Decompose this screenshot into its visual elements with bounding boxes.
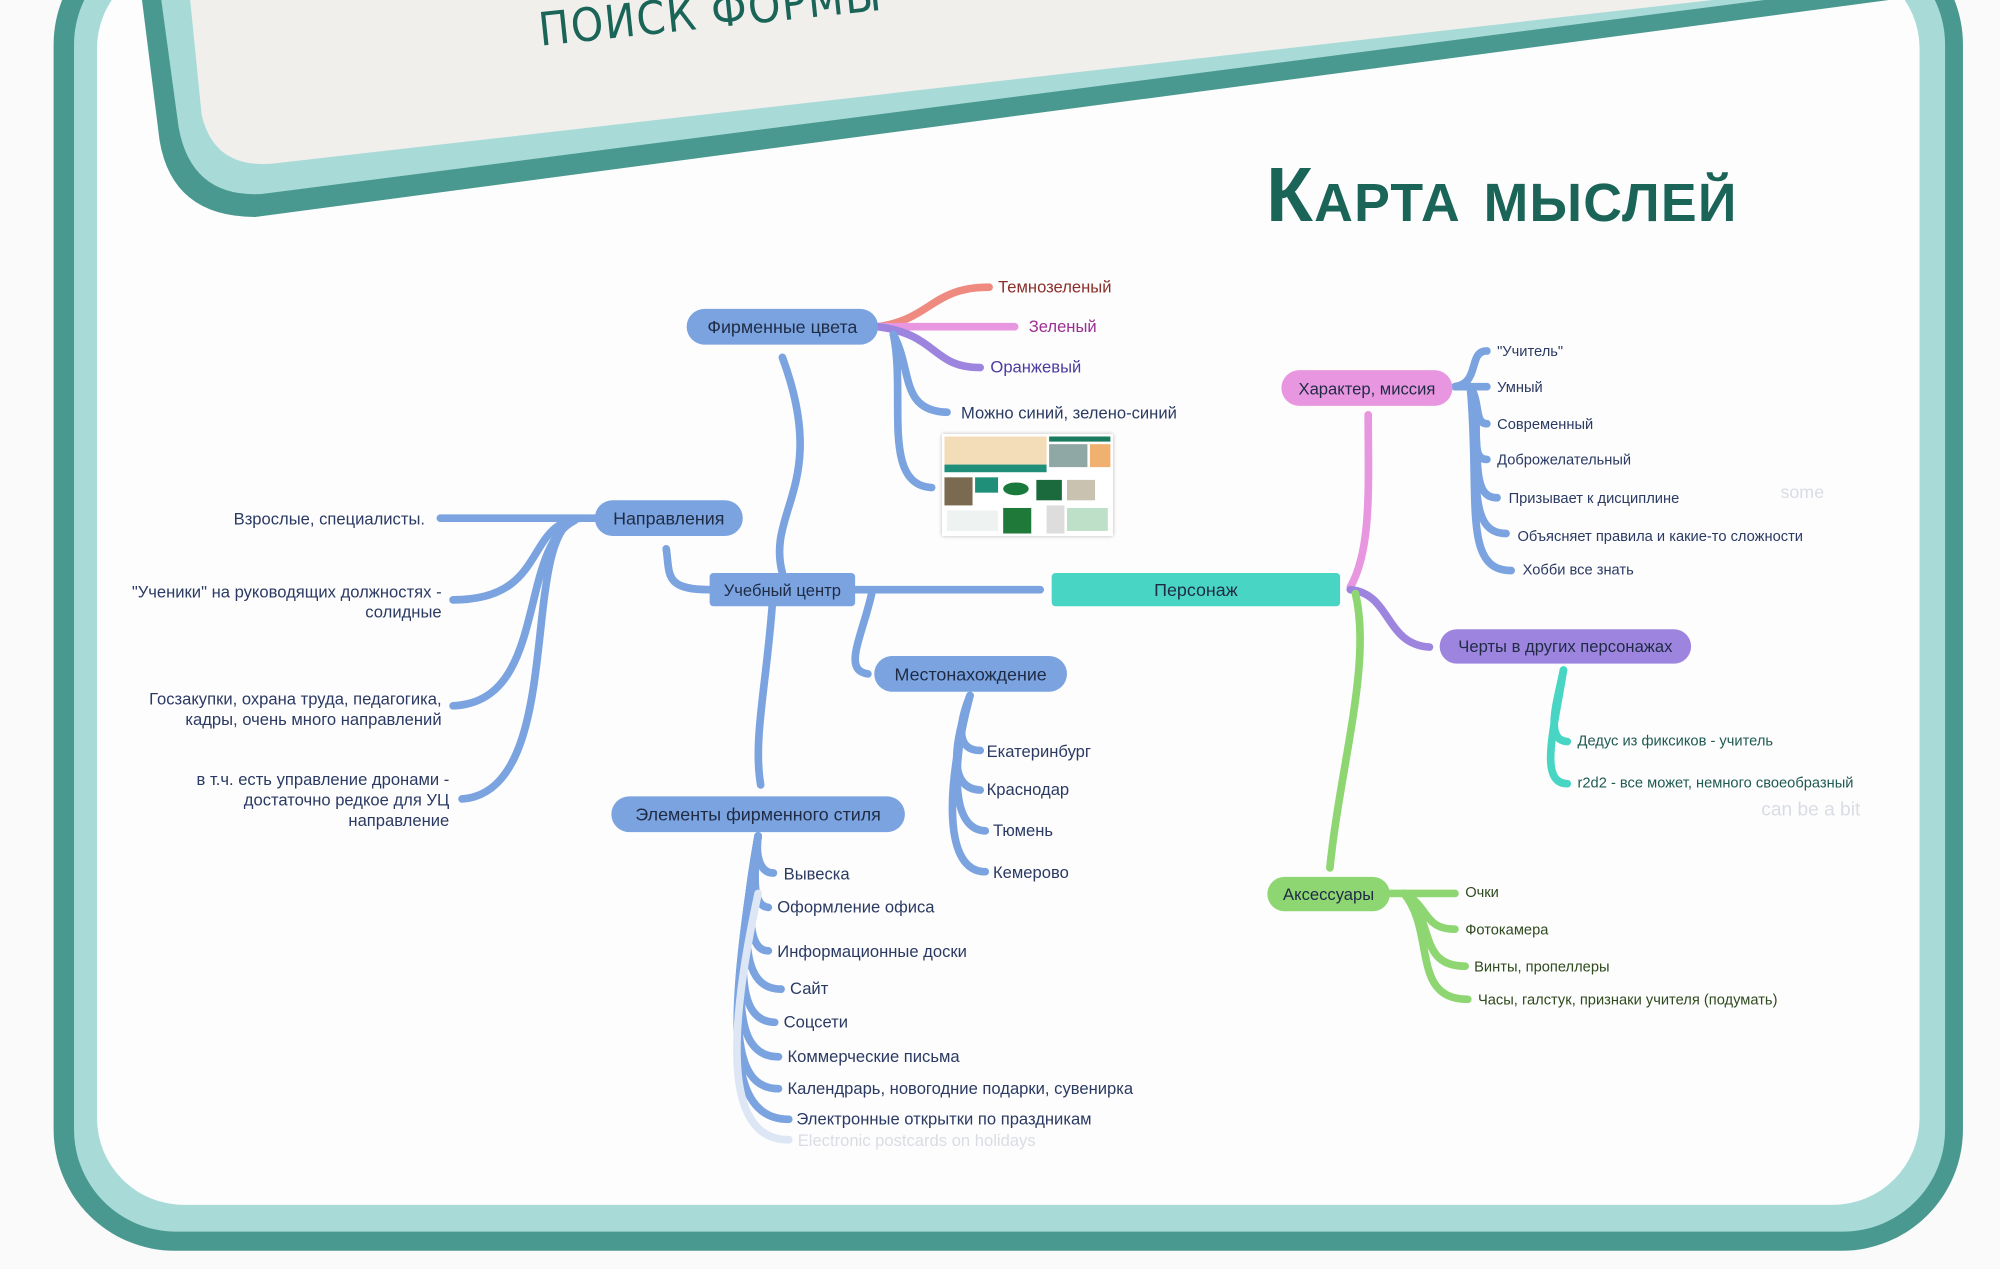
ghost-text: some	[1780, 481, 1825, 502]
node-directions[interactable]: Направления	[594, 500, 743, 537]
leaf-style-element: Календрарь, новогодние подарки, сувенирк…	[787, 1078, 1134, 1098]
leaf-accessory: Очки	[1465, 885, 1499, 902]
ghost-translation: Electronic postcards on holidays	[797, 1130, 1036, 1150]
leaf-mission: Объясняет правила и какие-то сложности	[1517, 529, 1803, 545]
node-accessories[interactable]: Аксессуары	[1267, 876, 1390, 912]
leaf-location: Краснодар	[986, 779, 1070, 799]
ghost-text: can be a bit	[1761, 798, 1861, 821]
leaf-direction: Госзакупки, охрана труда, педагогика, ка…	[149, 689, 442, 729]
leaf-mission: Призывает к дисциплине	[1508, 491, 1680, 507]
frame-content	[97, 0, 1920, 1205]
node-character[interactable]: Персонаж	[1051, 573, 1341, 607]
leaf-trait: Дедус из фиксиков - учитель	[1577, 733, 1774, 750]
brand-collage-image[interactable]	[941, 433, 1113, 537]
leaf-accessory: Часы, галстук, признаки учителя (подумат…	[1477, 992, 1778, 1009]
node-style-elements[interactable]: Элементы фирменного стиля	[611, 796, 905, 833]
leaf-style-element: Информационные доски	[777, 941, 967, 962]
node-traits[interactable]: Черты в других персонажах	[1439, 629, 1692, 664]
node-location[interactable]: Местонахождение	[874, 656, 1067, 692]
leaf-mission: Доброжелательный	[1497, 453, 1632, 469]
node-mission[interactable]: Характер, миссия	[1281, 370, 1453, 406]
leaf-location: Екатеринбург	[986, 741, 1091, 761]
leaf-style-element: Электронные открытки по праздникам	[796, 1109, 1092, 1129]
header-tab-inner	[190, 0, 1713, 165]
leaf-mission: "Учитель"	[1497, 344, 1564, 360]
leaf-brand-color: Оранжевый	[990, 357, 1082, 377]
page-title: Карта мыслей	[1266, 151, 1738, 238]
node-center[interactable]: Учебный центр	[709, 573, 856, 607]
leaf-style-element: Оформление офиса	[777, 897, 935, 917]
leaf-trait: r2d2 - все может, немного своеобразный	[1577, 775, 1854, 792]
leaf-brand-color: Темнозеленый	[998, 276, 1112, 297]
leaf-mission: Хобби все знать	[1522, 562, 1634, 579]
leaf-style-element: Соцсети	[783, 1012, 849, 1032]
leaf-location: Тюмень	[992, 820, 1054, 840]
leaf-location: Кемерово	[992, 862, 1069, 882]
leaf-direction: Взрослые, специалисты.	[233, 509, 426, 529]
leaf-accessory: Винты, пропеллеры	[1474, 959, 1610, 976]
leaf-accessory: Фотокамера	[1465, 922, 1549, 939]
leaf-direction: в т.ч. есть управление дронами - достато…	[196, 769, 450, 830]
node-brand-colors[interactable]: Фирменные цвета	[686, 308, 879, 345]
leaf-mission: Современный	[1497, 417, 1594, 433]
leaf-style-element: Вывеска	[783, 864, 850, 884]
leaf-mission: Умный	[1497, 380, 1543, 396]
leaf-brand-color: Зеленый	[1028, 316, 1097, 336]
leaf-brand-color: Можно синий, зелено-синий	[961, 403, 1177, 423]
leaf-direction: "Ученики" на руководящих должностях - со…	[131, 581, 442, 622]
leaf-style-element: Коммерческие письма	[787, 1046, 960, 1066]
leaf-style-element: Сайт	[790, 978, 829, 999]
